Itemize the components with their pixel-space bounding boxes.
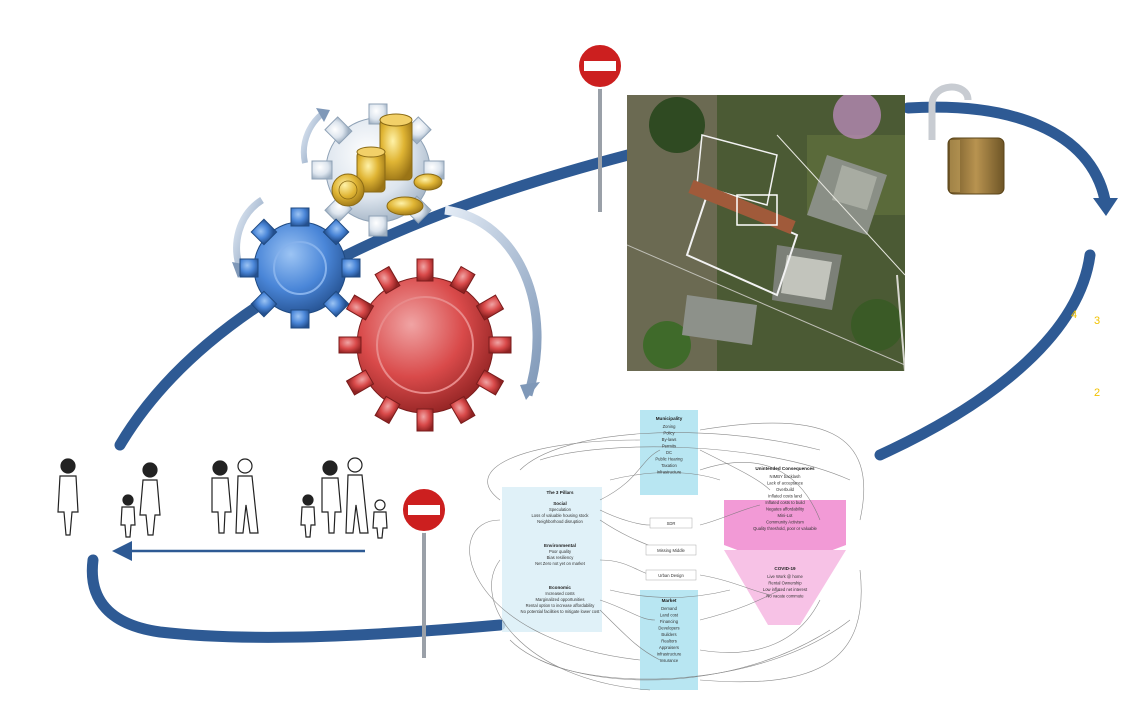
network-label: Infrastructure [657, 652, 682, 657]
network-label: Developers [658, 626, 679, 631]
network-label: Infrastructure [657, 470, 682, 475]
consequences-panel [724, 500, 846, 560]
network-label: Rental option to increase affordability [526, 603, 596, 608]
network-hubs [645, 517, 697, 581]
aerial-site-photo [627, 95, 905, 371]
network-label: Financing [660, 619, 679, 624]
network-label: Neighborhood disruption [537, 519, 583, 524]
svg-text:Market: Market [662, 598, 677, 603]
network-label: Marginalized opportunities [536, 597, 585, 602]
network-label: Increased costs [545, 591, 574, 596]
municipality-panel [640, 410, 698, 495]
annotation-number: 2 [1094, 387, 1101, 399]
network-label: Taxation [661, 463, 677, 468]
annotation-number: 4 [1071, 309, 1078, 321]
svg-text:Missing Middle: Missing Middle [657, 548, 685, 553]
svg-text:SDR: SDR [667, 521, 676, 526]
pillars-title: The 3 Pillars [546, 490, 574, 495]
network-label: Quality threshold, poor or valuable [753, 526, 817, 531]
rotation-arrow-icon [233, 197, 265, 270]
svg-text:Urban Design: Urban Design [658, 573, 684, 578]
network-label: No vacate commute [766, 594, 804, 599]
network-label: Overbuild [776, 487, 795, 492]
network-label: No potential facilities to mitigate lowe… [521, 609, 601, 614]
annotation-number: 3 [1094, 315, 1101, 327]
network-label: Permits [662, 444, 676, 449]
gear-icon [338, 258, 512, 432]
cycle-arrowhead [1093, 198, 1118, 216]
network-label: Policy [663, 431, 675, 436]
network-label: Rental Ownership [768, 581, 802, 586]
network-label: Demand [661, 606, 677, 611]
network-label: Bias resiliency [547, 555, 575, 560]
network-label: Builders [661, 632, 676, 637]
network-label: Lack of acceptance [767, 481, 804, 486]
rotation-arrow-icon [444, 205, 542, 397]
network-label: By-laws [662, 437, 677, 442]
pillars-panel [502, 487, 602, 632]
stop-sign-icon [577, 43, 623, 212]
gears-cluster [232, 103, 542, 432]
rotation-arrow-icon [300, 111, 324, 164]
stop-sign-icon [401, 487, 447, 658]
market-panel [640, 590, 698, 690]
network-label: DC [666, 450, 672, 455]
network-label: Public Hearing [655, 457, 683, 462]
pillar-title: Economic [549, 585, 571, 590]
network-label: Low inflated net interest [763, 587, 808, 592]
network-label: Net Zero not yet on market [535, 561, 586, 566]
network-label: NIMBY backlash [770, 474, 802, 479]
covid-panel [724, 550, 846, 625]
network-label: Zoning [663, 424, 676, 429]
svg-text:COVID-19: COVID-19 [774, 566, 796, 571]
network-label: Insurance [660, 658, 679, 663]
network-label: Mini-Lot [778, 513, 794, 518]
gear-icon [239, 207, 361, 329]
network-label: Speculation [549, 507, 572, 512]
pillar-title: Social [553, 501, 567, 506]
network-label: Community Activism [766, 520, 804, 525]
network-label: Live Work @ home [767, 574, 803, 579]
network-label: Poor quality [549, 549, 572, 554]
network-label: Land cost [660, 613, 679, 618]
coins-icon [331, 113, 443, 216]
pillar-title: Environmental [544, 543, 576, 548]
family-figures-icon [57, 457, 388, 539]
network-label: Negates affordability [766, 507, 805, 512]
svg-text:Municipality: Municipality [656, 416, 683, 421]
network-label: Inflated costs to build [765, 500, 805, 505]
network-label: Realtors [661, 639, 677, 644]
svg-text:Unintended Consequences: Unintended Consequences [755, 466, 815, 471]
padlock-open-icon [928, 83, 1005, 195]
network-label: Inflated costs land [768, 494, 802, 499]
network-label: Appraisers [659, 645, 679, 650]
network-label: Loss of valuable housing stock [531, 513, 589, 518]
